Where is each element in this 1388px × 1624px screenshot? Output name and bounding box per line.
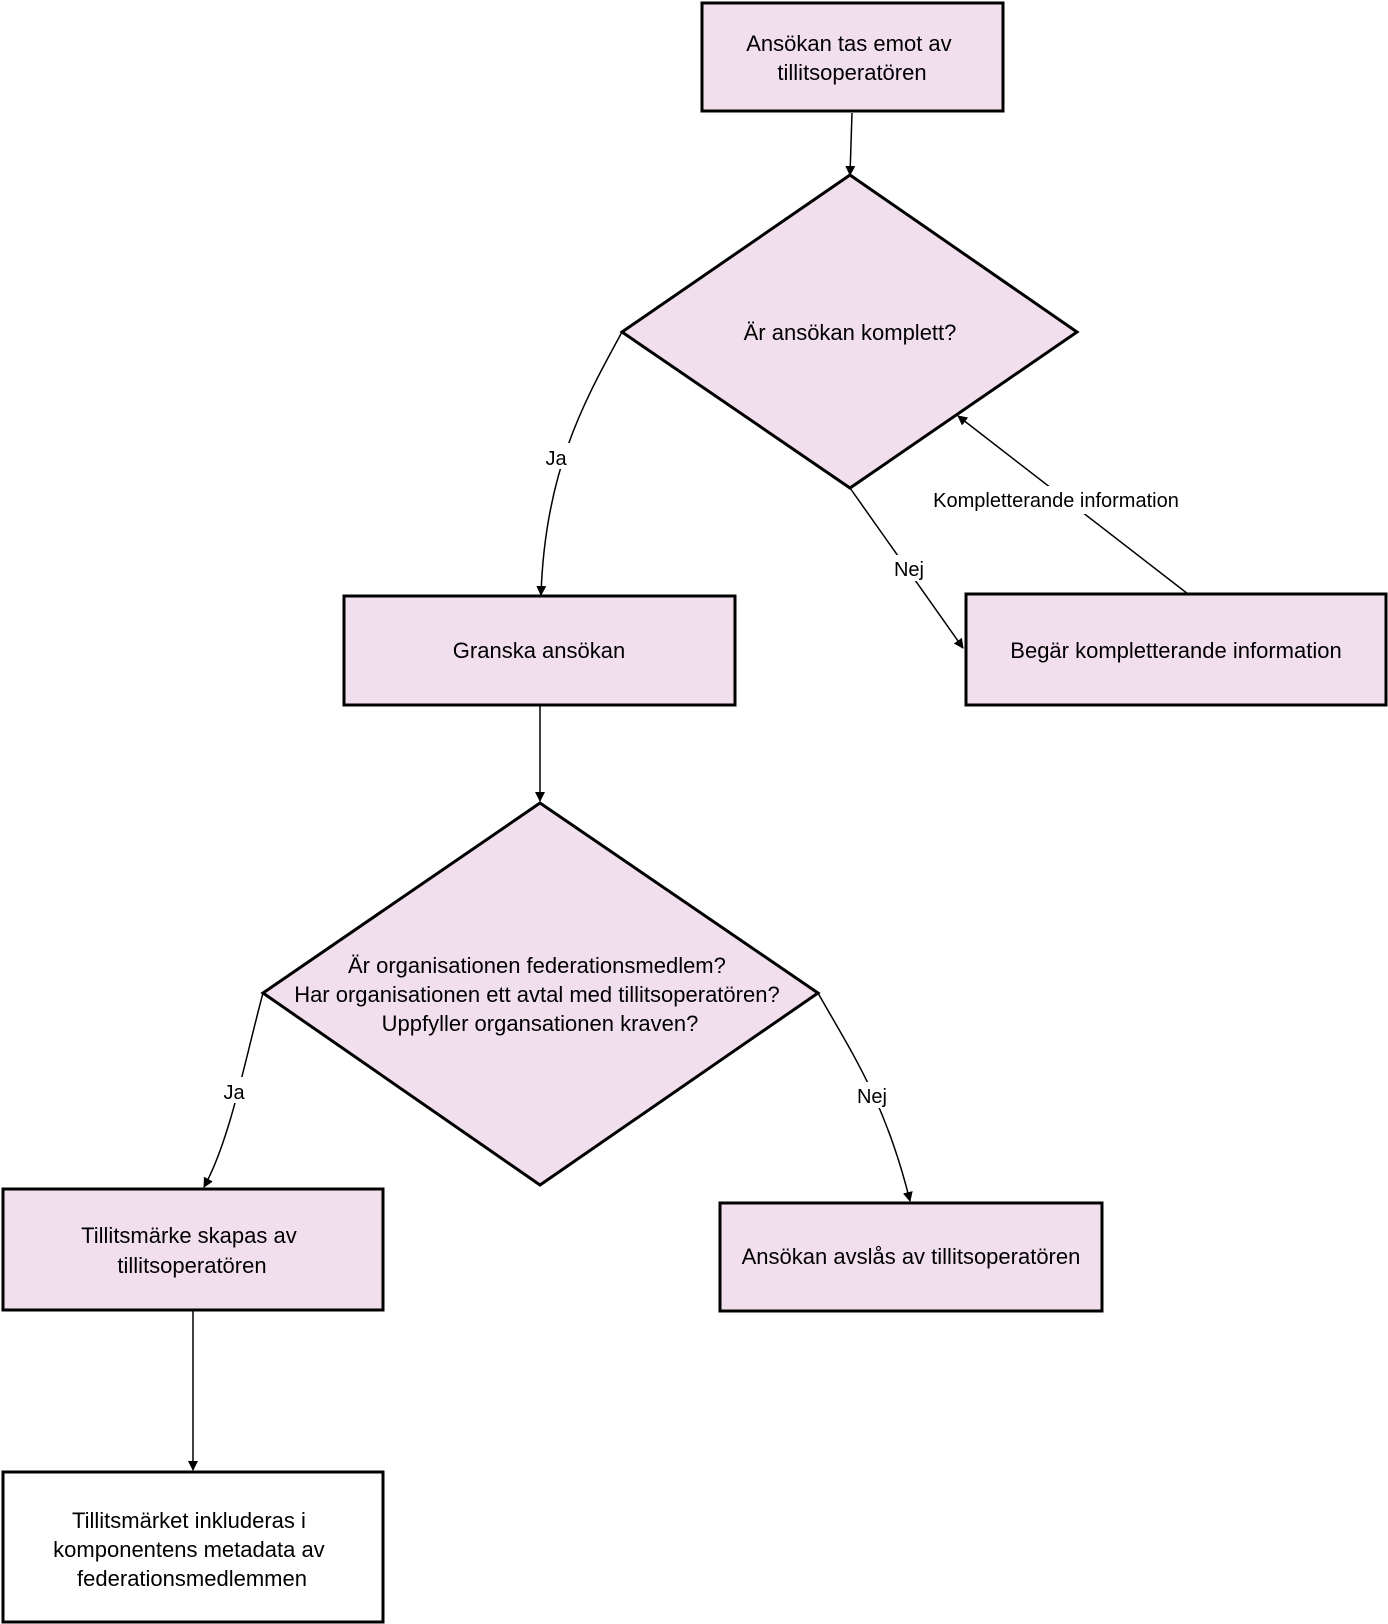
node-request-info: Begär kompletterande information — [964, 592, 1388, 707]
box-receive — [700, 1, 1005, 113]
text-review: Granska ansökan — [453, 638, 625, 663]
label-supplement: Kompletterande information — [933, 490, 1179, 512]
label-nej-2: Nej — [857, 1086, 887, 1108]
node-rejected: Ansökan avslås av tillitsoperatören — [718, 1201, 1104, 1313]
edge-nej-to-rejected — [817, 992, 913, 1202]
text-mark-included-line1: Tillitsmärket inkluderas i — [72, 1508, 306, 1533]
text-member-question-line2: Har organisationen ett avtal med tillits… — [294, 982, 780, 1007]
text-rejected: Ansökan avslås av tillitsoperatören — [742, 1244, 1081, 1269]
svg-text:Ansökan tas emot av till: Ansökan tas emot av tillitsoperatören — [746, 31, 958, 85]
svg-text:Granska ansökan: Granska ansökan — [453, 638, 625, 663]
node-review: Granska ansökan — [342, 594, 737, 707]
edge-labels: Ja Nej Kompletterande information Ja Nej — [216, 443, 1192, 1108]
diamond-member-question — [260, 801, 821, 1187]
svg-text:Tillitsmärke skapas av t: Tillitsmärke skapas av tillitsoperatören — [81, 1223, 303, 1278]
text-receive-line1: Ansökan tas emot av — [746, 31, 951, 56]
text-member-question-line3: Uppfyller organsationen kraven? — [382, 1011, 699, 1036]
node-mark-included: Tillitsmärket inkluderas i komponentens … — [1, 1470, 385, 1624]
text-request-info: Begär kompletterande information — [1010, 638, 1341, 663]
box-mark-included — [1, 1470, 385, 1624]
text-member-question-line1: Är organisationen federationsmedlem? — [348, 953, 726, 978]
text-mark-created-line1: Tillitsmärke skapas av — [81, 1223, 297, 1248]
edge-ja-to-review — [536, 331, 623, 596]
box-rejected — [718, 1201, 1104, 1313]
edge-receive-to-complete-question — [845, 112, 856, 176]
text-receive-line2: tillitsoperatören — [777, 60, 926, 85]
text-mark-included-line3: federationsmedlemmen — [77, 1566, 307, 1591]
text-complete-question: Är ansökan komplett? — [744, 320, 957, 345]
box-mark-created — [1, 1187, 385, 1312]
svg-text:Tillitsmärket inkluderas i: Tillitsmärket inkluderas i komponentens … — [53, 1508, 331, 1591]
node-member-question: Är organisationen federationsmedlem? Har… — [260, 801, 821, 1187]
diamond-complete-question — [619, 173, 1080, 490]
label-ja-1: Ja — [545, 448, 567, 470]
label-ja-2: Ja — [223, 1082, 245, 1104]
text-mark-created-line2: tillitsoperatören — [117, 1253, 266, 1278]
svg-text:Begär kompletterande informati: Begär kompletterande information — [1010, 638, 1341, 663]
node-receive: Ansökan tas emot av tillitsoperatören — [700, 1, 1005, 113]
text-mark-included-line2: komponentens metadata av — [53, 1537, 325, 1562]
svg-text:Är ansökan komplett?: Är ansökan komplett? — [744, 320, 957, 345]
svg-text:Är organisationen federationsm: Är organisationen federationsmedlem? Har… — [294, 953, 786, 1036]
svg-text:Ansökan avslås av tillitsopera: Ansökan avslås av tillitsoperatören — [742, 1244, 1081, 1269]
label-nej-1: Nej — [894, 559, 924, 581]
node-complete-question: Är ansökan komplett? — [619, 173, 1080, 490]
box-request-info — [964, 592, 1388, 707]
node-mark-created: Tillitsmärke skapas av tillitsoperatören — [1, 1187, 385, 1312]
box-review — [342, 594, 737, 707]
